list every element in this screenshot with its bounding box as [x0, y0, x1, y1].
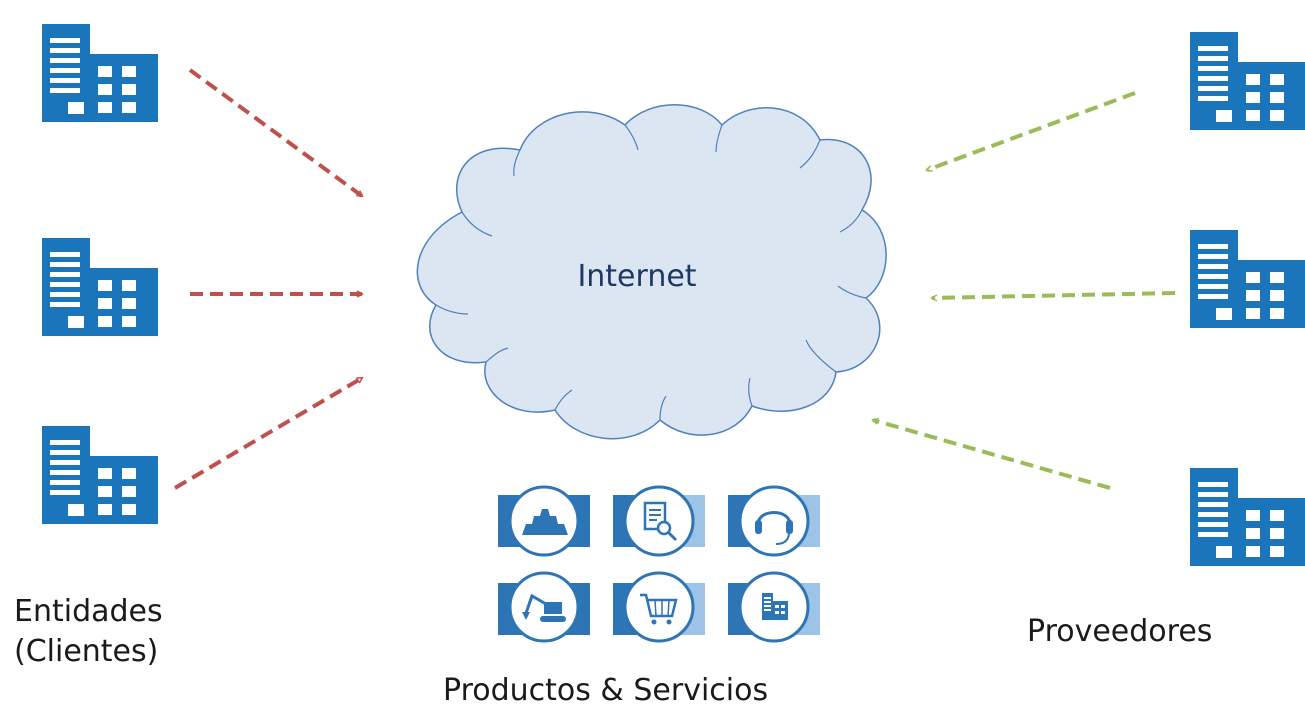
cloud-label: Internet	[577, 259, 696, 294]
clients-sublabel: (Clientes)	[14, 634, 159, 669]
provider-building-icon	[1190, 230, 1305, 328]
provider-building-icon	[1190, 468, 1305, 566]
excavator-icon	[498, 571, 590, 643]
internet-cloud: Internet	[416, 104, 887, 440]
provider-arrow	[873, 420, 1111, 490]
services-label: Productos & Servicios	[443, 673, 769, 708]
client-building-icon	[42, 426, 158, 524]
client-arrow	[188, 68, 362, 198]
services-grid	[498, 485, 820, 643]
client-building-icon	[42, 24, 158, 122]
providers-label: Proveedores	[1027, 614, 1213, 649]
provider-arrow	[927, 91, 1136, 172]
client-arrow	[173, 376, 362, 490]
clients-label: Entidades	[14, 594, 163, 629]
headset-icon	[728, 485, 820, 557]
client-building-icon	[42, 238, 158, 336]
provider-building-icon	[1190, 32, 1305, 130]
shopping-cart-icon	[613, 571, 705, 643]
document-search-icon	[613, 485, 705, 557]
construction-icon	[498, 485, 590, 557]
building-icon	[728, 571, 820, 643]
provider-arrow	[932, 291, 1176, 298]
